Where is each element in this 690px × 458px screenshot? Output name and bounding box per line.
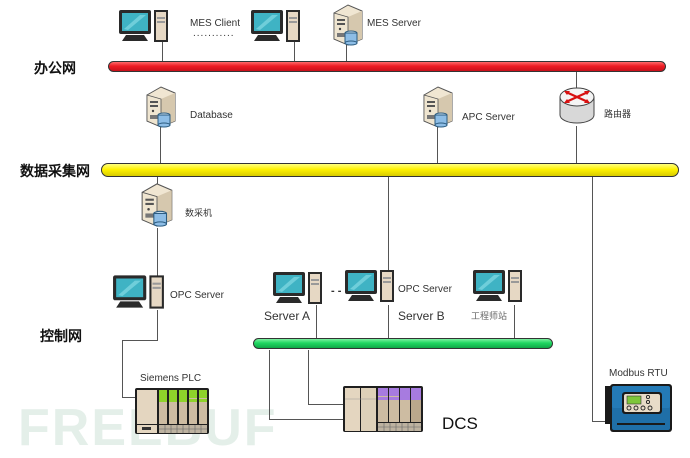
server-database-icon[interactable]: [330, 3, 366, 47]
control-network-label: 控制网: [40, 329, 82, 345]
server-database-icon[interactable]: [143, 85, 179, 129]
control-network-bus: [253, 338, 553, 349]
link-opc-siemens-h: [122, 340, 158, 341]
link-server-b: [388, 305, 389, 343]
pc-icon[interactable]: [272, 270, 324, 306]
link-data-to-serverb: [388, 177, 389, 273]
opc-server-left-label: OPC Server: [170, 290, 224, 301]
link-server-a: [316, 305, 317, 343]
link-router-data: [576, 126, 577, 169]
data-acquisition-bus: [101, 163, 679, 177]
router-label: 路由器: [604, 110, 632, 120]
mes-server-label: MES Server: [367, 18, 421, 29]
engineer-station-label: 工程师站: [471, 312, 508, 322]
link-mes-server: [346, 44, 347, 66]
opc-server-mid-label: OPC Server: [398, 284, 452, 295]
link-collector-opc: [157, 228, 158, 276]
link-engineer: [514, 305, 515, 343]
data-acquisition-network-label: 数据采集网: [20, 164, 90, 180]
link-data-to-modbus: [592, 177, 593, 421]
apc-server-label: APC Server: [462, 112, 515, 123]
server-a-label: Server A: [264, 309, 311, 323]
link-router-office: [576, 70, 577, 90]
link-database: [160, 126, 161, 169]
modbus-rtu-label: Modbus RTU: [609, 368, 668, 379]
server-database-icon[interactable]: [138, 180, 176, 230]
link-dcs-h2: [308, 404, 343, 405]
link-mes-client-1: [162, 40, 163, 66]
database-label: Database: [190, 110, 233, 121]
link-apc-server: [437, 126, 438, 169]
plc-icon[interactable]: [134, 387, 210, 437]
server-b-label: Server B: [398, 309, 445, 323]
link-data-collector: [157, 177, 158, 187]
office-network-bus: [108, 61, 666, 72]
office-network-label: 办公网: [34, 61, 76, 77]
link-modbus-h: [592, 421, 610, 422]
mes-client-dots: ...........: [193, 28, 235, 39]
link-opc-siemens-h2: [122, 397, 136, 398]
modbus-rtu-icon[interactable]: [604, 383, 674, 435]
link-dcs-h1: [269, 419, 343, 420]
pc-icon[interactable]: [118, 9, 170, 43]
data-collector-label: 数采机: [185, 209, 213, 219]
server-database-icon[interactable]: [420, 85, 456, 129]
server-dots: - -: [331, 285, 342, 297]
pc-icon[interactable]: [344, 268, 396, 304]
pc-icon[interactable]: [472, 268, 524, 304]
pc-icon[interactable]: [112, 273, 166, 311]
link-dcs-v1: [269, 350, 270, 420]
link-opc-siemens-v2: [122, 340, 123, 398]
link-dcs-v2: [308, 350, 309, 405]
dcs-label: DCS: [442, 414, 478, 433]
mes-client-label: MES Client: [190, 18, 241, 29]
siemens-plc-label: Siemens PLC: [140, 373, 202, 384]
link-mes-client-2: [294, 40, 295, 66]
link-opc-siemens-v1: [157, 310, 158, 340]
dcs-icon[interactable]: [342, 385, 424, 435]
router-icon[interactable]: [558, 85, 596, 127]
pc-icon[interactable]: [250, 9, 302, 43]
